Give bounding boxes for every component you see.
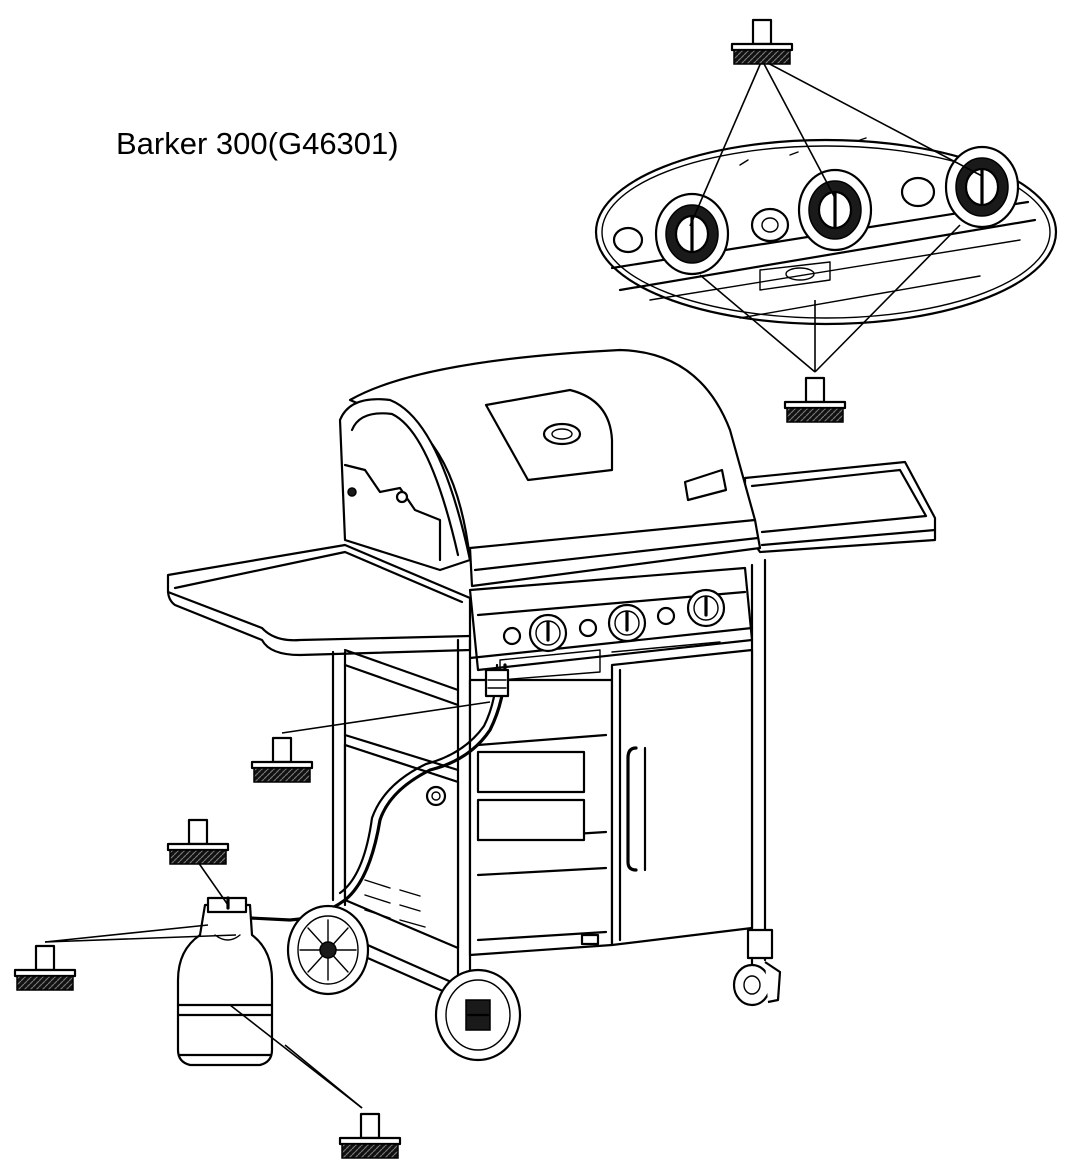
wire-brush-icon (13, 944, 77, 992)
wire-brush-icon (338, 1112, 402, 1160)
right-side-shelf (743, 460, 937, 554)
side-panel (343, 743, 460, 950)
grill-lid (338, 348, 762, 588)
control-panel (468, 566, 754, 681)
detail-knob (944, 145, 1020, 229)
control-knob (607, 603, 647, 643)
control-knob (528, 613, 568, 653)
grill-wheel (286, 904, 370, 996)
wire-brush-icon (250, 736, 314, 784)
detail-knob (654, 192, 730, 276)
diagram-title: Barker 300(G46301) (116, 126, 399, 161)
wire-brush-icon (783, 376, 847, 424)
wire-brush-icon (166, 818, 230, 866)
detail-knob (797, 168, 873, 252)
caster-wheel (732, 928, 782, 1007)
cabinet (468, 648, 754, 957)
grill-wheel (434, 968, 522, 1062)
wire-brush-icon (730, 18, 794, 66)
control-knob (686, 588, 726, 628)
gas-cylinder (176, 896, 274, 1067)
left-side-shelf (166, 543, 472, 657)
gas-grill (166, 348, 937, 1062)
leader-lines (44, 59, 983, 1109)
gas-hose (248, 663, 510, 922)
door-handle (626, 746, 638, 872)
burner-detail-inset (594, 137, 1058, 326)
